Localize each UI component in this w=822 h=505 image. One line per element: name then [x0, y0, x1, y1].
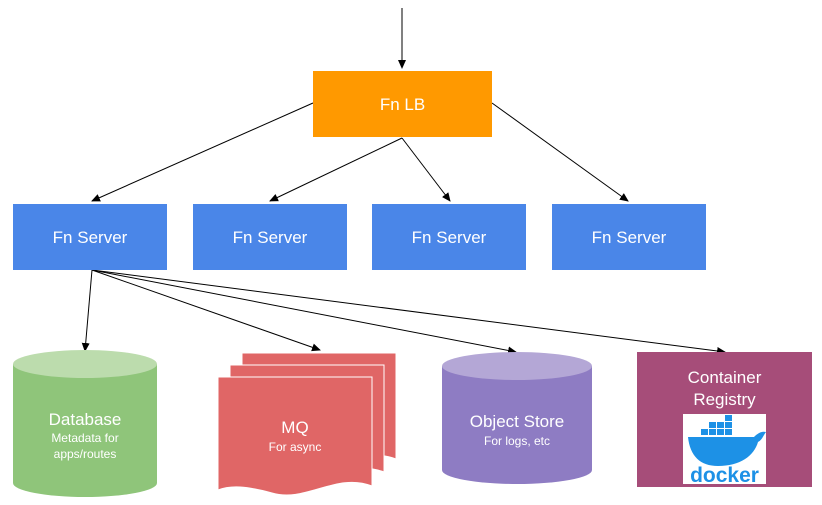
object-store-title: Object Store [470, 412, 565, 431]
mq-node: MQ For async [217, 352, 397, 496]
database-node: Database Metadata for apps/routes [13, 350, 157, 497]
object-store-node: Object Store For logs, etc [442, 352, 592, 484]
lb-to-server-3-arrow [401, 137, 451, 202]
server-box [13, 204, 167, 270]
server-to-object-store-arrow [91, 269, 517, 355]
docker-whale-icon [688, 415, 766, 466]
registry-title-line-2: Registry [693, 390, 756, 409]
object-store-subtitle: For logs, etc [484, 434, 550, 448]
load-balancer-node: Fn LB [313, 71, 492, 137]
connectors [81, 8, 726, 355]
database-title: Database [49, 410, 122, 429]
server-to-database-arrow [81, 269, 93, 352]
docker-logo: docker [683, 414, 766, 487]
server-box [193, 204, 347, 270]
lb-to-server-2-arrow [269, 137, 403, 202]
server-label: Fn Server [412, 228, 487, 247]
docker-logo-text: docker [690, 464, 759, 487]
database-subtitle-line-1: Metadata for [51, 431, 118, 445]
server-label: Fn Server [53, 228, 128, 247]
database-cylinder-body [13, 364, 157, 497]
database-cylinder-top [13, 350, 157, 378]
registry-node: Container Registry docker [637, 352, 812, 487]
mq-subtitle: For async [269, 440, 322, 454]
object-store-cylinder-body [442, 366, 592, 484]
server-label: Fn Server [592, 228, 667, 247]
server-label: Fn Server [233, 228, 308, 247]
object-store-cylinder-top [442, 352, 592, 380]
server-box [372, 204, 526, 270]
database-subtitle-line-2: apps/routes [54, 447, 117, 461]
lb-to-server-4-arrow [491, 102, 629, 202]
mq-document-front [217, 376, 373, 496]
mq-title: MQ [281, 418, 308, 437]
load-balancer-label: Fn LB [380, 95, 425, 114]
load-balancer-box [313, 71, 492, 137]
server-box [552, 204, 706, 270]
server-to-registry-arrow [91, 269, 726, 355]
lb-to-server-1-arrow [91, 102, 314, 202]
registry-title-line-1: Container [688, 368, 762, 387]
server-to-mq-arrow [91, 269, 321, 352]
server-nodes: Fn Server Fn Server Fn Server Fn Server [13, 204, 706, 270]
